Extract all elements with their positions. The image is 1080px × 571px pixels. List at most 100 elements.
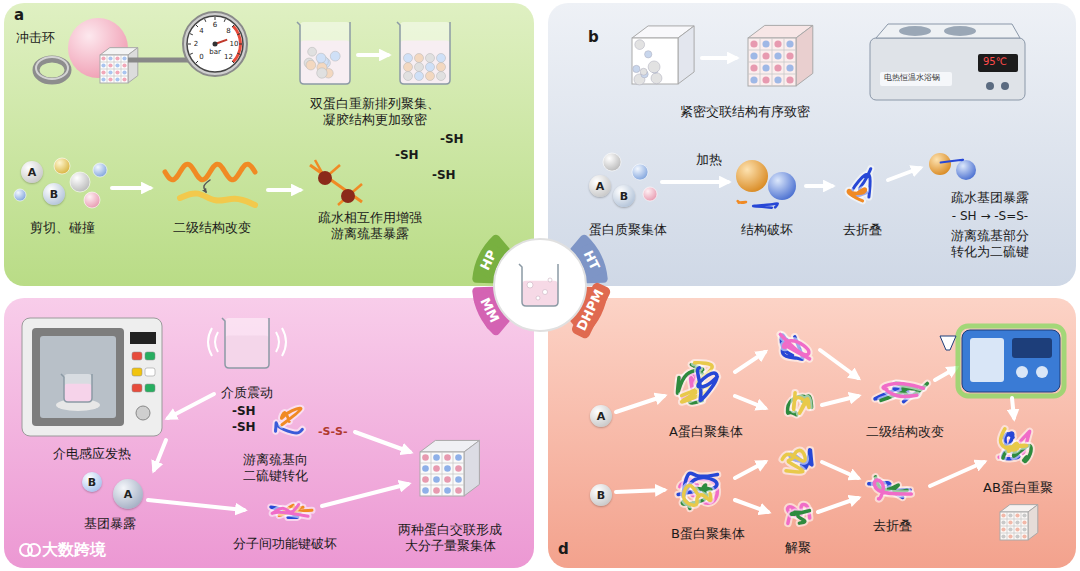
heat-treatment-illustration xyxy=(762,76,769,83)
homogenization-illustration xyxy=(874,480,911,499)
method-tab: DHPM xyxy=(570,281,612,340)
high-pressure-illustration xyxy=(36,57,68,79)
node-text: DHPM xyxy=(574,286,609,333)
heat-treatment-illustration xyxy=(632,38,678,84)
microwave-illustration xyxy=(136,406,150,420)
heat-treatment-illustration xyxy=(774,40,781,47)
microwave-illustration xyxy=(64,374,92,402)
microwave-illustration xyxy=(444,454,451,461)
high-pressure-illustration xyxy=(437,54,446,63)
high-pressure-illustration xyxy=(93,163,107,177)
high-pressure-illustration xyxy=(122,56,126,60)
gauge-number: 8 xyxy=(226,27,230,35)
gauge-unit: bar xyxy=(209,48,221,56)
node-text: B xyxy=(597,490,605,501)
homogenization-illustration xyxy=(1022,534,1026,538)
heat-treatment-illustration xyxy=(640,68,647,75)
step-caption: 二级结构改变 xyxy=(173,220,251,236)
step-caption: B蛋白聚集体 xyxy=(671,526,745,542)
heat-treatment-illustration xyxy=(880,72,952,86)
gauge-number: 4 xyxy=(199,27,203,35)
gauge-number: 12 xyxy=(224,53,233,61)
homogenization-illustration xyxy=(1028,505,1038,540)
high-pressure-illustration xyxy=(84,192,100,208)
high-pressure-illustration xyxy=(14,189,26,201)
high-pressure-illustration xyxy=(115,77,119,81)
high-pressure-illustration xyxy=(122,70,126,74)
homogenization-illustration xyxy=(970,338,1004,382)
high-pressure-illustration xyxy=(115,56,119,60)
heat-treatment-illustration xyxy=(876,24,1020,38)
high-pressure-illustration xyxy=(415,63,424,72)
heat-treatment-illustration xyxy=(956,160,976,180)
homogenization-illustration xyxy=(1016,366,1028,378)
microwave-illustration xyxy=(444,476,451,483)
homogenization-illustration xyxy=(782,450,805,472)
homogenization-illustration xyxy=(791,511,809,524)
homogenization-illustration xyxy=(698,368,718,400)
device-label: 电热恒温水浴锅 xyxy=(884,73,940,83)
homogenization-illustration xyxy=(1022,520,1026,524)
heat-treatment-illustration xyxy=(643,187,657,201)
panel-background xyxy=(548,3,1076,286)
protein-ball: B xyxy=(613,185,635,207)
high-pressure-illustration xyxy=(400,41,450,84)
microwave-illustration xyxy=(422,476,429,483)
homogenization-illustration xyxy=(1008,513,1012,517)
heat-treatment-illustration xyxy=(774,76,781,83)
heat-treatment-illustration xyxy=(888,168,920,180)
microwave-illustration xyxy=(208,328,212,356)
heat-treatment-illustration xyxy=(753,203,778,207)
heat-treatment-illustration xyxy=(944,26,976,36)
high-pressure-illustration xyxy=(300,22,350,84)
heat-treatment-illustration xyxy=(750,52,757,59)
homogenization-illustration xyxy=(788,504,810,523)
heat-treatment-illustration xyxy=(786,40,793,47)
step-caption: 介质震动 xyxy=(221,385,273,401)
homogenization-illustration xyxy=(883,384,923,397)
homogenization-illustration xyxy=(616,326,1064,540)
heat-treatment-illustration xyxy=(762,52,769,59)
method-ring xyxy=(472,235,607,336)
heat-treatment-illustration xyxy=(632,164,648,180)
high-pressure-illustration xyxy=(108,56,112,60)
heat-treatment-illustration xyxy=(774,64,781,71)
step-caption: 疏水相互作用增强游离巯基暴露 xyxy=(315,210,425,241)
homogenization-illustration xyxy=(883,384,923,397)
homogenization-illustration xyxy=(1000,512,1028,540)
homogenization-illustration xyxy=(935,368,956,380)
microwave-illustration xyxy=(32,328,124,426)
step-caption: 结构破坏 xyxy=(741,222,793,238)
microwave-illustration xyxy=(420,474,464,475)
panel-background xyxy=(4,298,534,568)
process-label: 加热 xyxy=(696,152,722,168)
homogenization-illustration xyxy=(788,504,810,523)
heat-treatment-illustration xyxy=(702,56,736,60)
method-tab: HT xyxy=(576,242,607,279)
homogenization-illustration xyxy=(1000,533,1028,534)
microwave-illustration xyxy=(276,332,279,352)
high-pressure-illustration xyxy=(101,70,105,74)
homogenization-illustration xyxy=(822,462,858,478)
homogenization-illustration xyxy=(1021,512,1022,540)
microwave-illustration xyxy=(132,368,142,376)
microwave-illustration xyxy=(281,408,301,425)
microwave-illustration xyxy=(464,440,479,496)
high-pressure-illustration xyxy=(318,171,332,185)
high-pressure-illustration xyxy=(426,54,435,63)
high-pressure-illustration xyxy=(213,42,218,47)
center-beaker xyxy=(543,290,548,295)
node-text: A xyxy=(124,489,133,500)
step-caption: A蛋白聚集体 xyxy=(669,424,743,440)
high-pressure-illustration xyxy=(204,180,210,192)
device-display: 95℃ xyxy=(983,56,1007,68)
heat-treatment-illustration xyxy=(796,25,813,86)
high-pressure-illustration xyxy=(115,70,119,74)
high-pressure-illustration xyxy=(122,63,126,67)
microwave-illustration xyxy=(154,440,166,470)
microwave-illustration xyxy=(444,465,451,472)
microwave-illustration xyxy=(455,487,462,494)
homogenization-illustration xyxy=(1000,429,1026,451)
heat-treatment-illustration xyxy=(648,61,660,73)
